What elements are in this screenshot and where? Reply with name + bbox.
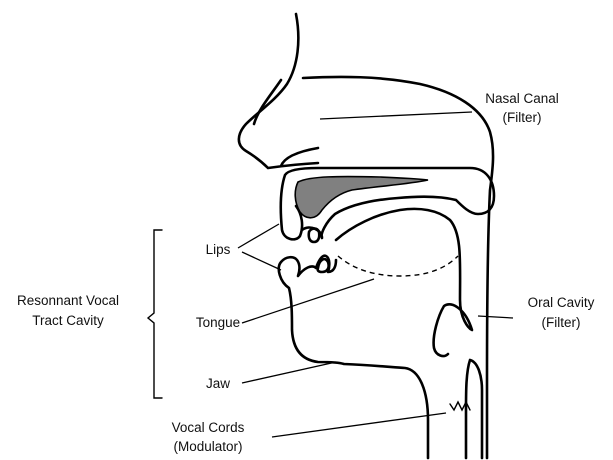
- nasal-cavity-roof: [254, 77, 493, 458]
- nasal-canal-leader: [320, 112, 472, 119]
- oral-cavity-label: Oral Cavity: [528, 295, 595, 310]
- lips-leader-lower: [242, 252, 281, 270]
- tongue-label: Tongue: [196, 315, 240, 330]
- vocal-cords-sublabel: (Modulator): [173, 439, 242, 454]
- oral-cavity-dashed-line: [338, 256, 458, 276]
- jaw-leader: [242, 362, 336, 383]
- nasal-canal-sublabel: (Filter): [503, 110, 542, 125]
- resonant-cavity-label: Resonnant Vocal: [17, 293, 119, 308]
- vocal-cords-label: Vocal Cords: [172, 420, 245, 435]
- nasal-canal-label: Nasal Canal: [485, 91, 559, 106]
- oral-cavity-sublabel: (Filter): [542, 315, 581, 330]
- tongue-outline: [336, 209, 472, 356]
- jaw-label: Jaw: [206, 376, 230, 391]
- tongue-leader: [242, 279, 374, 323]
- lips-label: Lips: [206, 242, 231, 257]
- vocal-cords-leader: [272, 413, 446, 437]
- trachea-outline: [466, 360, 482, 458]
- lips-leader-upper: [238, 224, 279, 248]
- lower-teeth: [318, 259, 329, 272]
- upper-teeth: [309, 229, 320, 242]
- resonant-cavity-sublabel: Tract Cavity: [32, 313, 104, 328]
- resonant-cavity-bracket: [148, 230, 162, 398]
- head-profile-outline: [239, 14, 318, 168]
- oral-cavity-leader: [478, 316, 513, 318]
